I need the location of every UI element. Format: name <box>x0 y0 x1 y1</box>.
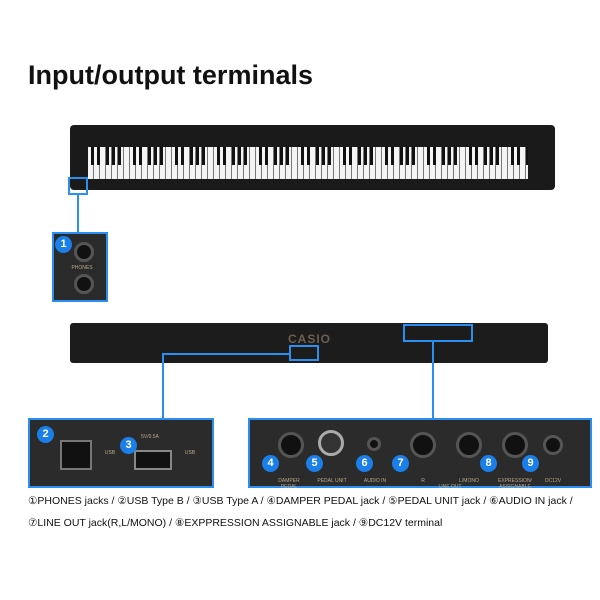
phones-jack <box>74 274 94 294</box>
usb-b-label: USB <box>104 450 116 456</box>
dc-label: DC12V <box>544 478 562 484</box>
callout-4: 4 <box>262 455 279 472</box>
jacks-inset: DAMPER PEDAL PEDAL UNIT AUDIO IN R LINE … <box>248 418 592 490</box>
connector-line <box>162 353 164 418</box>
callout-5: 5 <box>306 455 323 472</box>
caption-line-1: ①PHONES jacks / ②USB Type B / ③USB Type … <box>28 495 573 507</box>
usb-a-label: 5V/0.5A <box>141 434 159 440</box>
brand-logo: CASIO <box>288 332 332 346</box>
black-keys <box>88 147 528 165</box>
phones-highlight <box>68 177 88 195</box>
connector-line <box>77 195 79 232</box>
line-out-r-jack <box>410 432 436 458</box>
usb-b-port <box>60 440 92 470</box>
caption-line-2: ⑦LINE OUT jack(R,L/MONO) / ⑧EXPPRESSION … <box>28 517 443 529</box>
phones-label: PHONES <box>71 265 93 271</box>
callout-9: 9 <box>522 455 539 472</box>
usb-highlight <box>289 345 319 361</box>
r-label: R <box>421 478 425 484</box>
phones-jack <box>74 242 94 262</box>
usb-a-usb-label: USB <box>184 450 196 456</box>
dc-jack <box>543 435 563 455</box>
usb-a-port <box>134 450 172 470</box>
callout-8: 8 <box>480 455 497 472</box>
line-out-label: LINE OUT <box>438 484 462 490</box>
line-out-l-jack <box>456 432 482 458</box>
keyboard-image <box>70 125 555 190</box>
callout-7: 7 <box>392 455 409 472</box>
pedal-unit-label: PEDAL UNIT <box>317 478 347 484</box>
connector-line <box>162 353 290 355</box>
damper-pedal-jack <box>278 432 304 458</box>
usb-inset: USB 5V/0.5A USB <box>28 418 214 488</box>
callout-2: 2 <box>37 426 54 443</box>
l-mono-label: L/MONO <box>459 478 479 484</box>
rear-panel-image: CASIO <box>70 323 548 363</box>
callout-3: 3 <box>120 437 137 454</box>
jacks-highlight <box>403 324 473 342</box>
audio-in-label: AUDIO IN <box>363 478 387 484</box>
expression-jack <box>502 432 528 458</box>
audio-in-jack <box>367 437 381 451</box>
page-title: Input/output terminals <box>28 60 313 90</box>
damper-label: DAMPER PEDAL <box>278 478 300 490</box>
expression-label: EXPRESSION/ ASSIGNABLE <box>498 478 532 490</box>
callout-1: 1 <box>55 236 72 253</box>
callout-6: 6 <box>356 455 373 472</box>
pedal-unit-jack <box>318 430 344 456</box>
connector-line <box>432 342 434 418</box>
